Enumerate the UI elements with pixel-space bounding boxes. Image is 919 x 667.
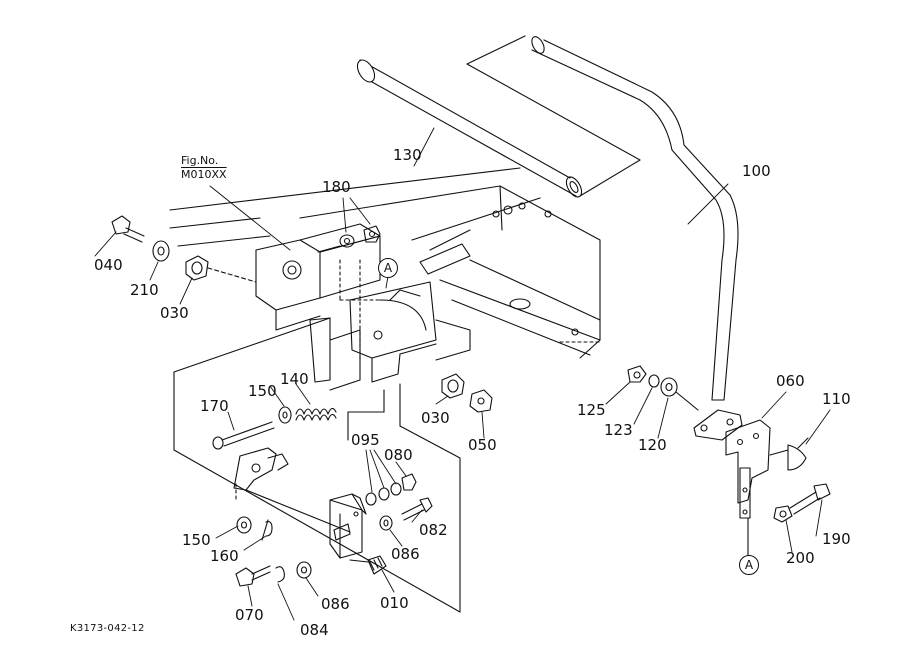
- part-label-070: 070: [235, 606, 264, 624]
- part-label-200: 200: [786, 549, 815, 567]
- tube-130: [356, 35, 641, 198]
- lever-arm: [233, 447, 351, 533]
- section-marker-a-bottom: A: [739, 555, 759, 575]
- part-label-086-lower: 086: [321, 595, 350, 613]
- part-label-086-upper: 086: [391, 545, 420, 563]
- bolt-070: [235, 565, 271, 587]
- bracket-060: [693, 409, 771, 557]
- handle-100: [531, 36, 739, 401]
- part-label-084: 084: [300, 621, 329, 639]
- part-label-050: 050: [468, 436, 497, 454]
- part-label-120: 120: [638, 436, 667, 454]
- part-label-170: 170: [200, 397, 229, 415]
- part-label-160: 160: [210, 547, 239, 565]
- leader-lines: [94, 127, 831, 621]
- spring-140: [295, 407, 337, 421]
- center-housing: [255, 223, 471, 391]
- part-label-100: 100: [742, 162, 771, 180]
- main-frame: [169, 167, 601, 359]
- pin-084: [275, 566, 285, 583]
- washer-086-upper: [379, 515, 393, 531]
- knob-110: [769, 437, 809, 471]
- stud-010: [349, 555, 387, 575]
- drawing-code: K3173-042-12: [70, 623, 145, 634]
- fig-no-value: M010XX: [181, 167, 227, 181]
- washer-210: [152, 240, 170, 262]
- nut-050: [469, 389, 493, 413]
- figure-reference: Fig.No. M010XX: [181, 154, 227, 182]
- washer-150-lower: [236, 516, 252, 534]
- part-label-125: 125: [577, 401, 606, 419]
- hardware-125-123-120: [627, 365, 699, 411]
- part-label-130: 130: [393, 146, 422, 164]
- washer-150-upper: [278, 406, 292, 424]
- part-label-110: 110: [822, 390, 851, 408]
- bolt-040: [111, 215, 145, 243]
- rod-170: [212, 421, 275, 450]
- part-label-210: 210: [130, 281, 159, 299]
- washer-086-lower: [296, 561, 312, 579]
- part-label-150-lower: 150: [182, 531, 211, 549]
- part-label-030-left: 030: [160, 304, 189, 322]
- nut-080: [401, 473, 417, 491]
- part-label-030-right: 030: [421, 409, 450, 427]
- part-label-140: 140: [280, 370, 309, 388]
- part-label-180: 180: [322, 178, 351, 196]
- nut-030-right: [441, 373, 465, 399]
- nut-200: [773, 505, 793, 523]
- part-label-150-upper: 150: [248, 382, 277, 400]
- pin-160: [261, 519, 273, 541]
- nut-030-left: [185, 255, 257, 283]
- part-label-190: 190: [822, 530, 851, 548]
- part-label-040: 040: [94, 256, 123, 274]
- assembly-outline: [173, 317, 461, 613]
- plate-095: [329, 493, 367, 559]
- part-label-123: 123: [604, 421, 633, 439]
- part-label-095: 095: [351, 431, 380, 449]
- section-marker-a-top: A: [378, 258, 398, 278]
- nuts-180: [317, 225, 381, 253]
- bolt-190: [789, 483, 831, 515]
- part-label-082: 082: [419, 521, 448, 539]
- part-label-010: 010: [380, 594, 409, 612]
- part-label-060: 060: [776, 372, 805, 390]
- fig-no-label: Fig.No.: [181, 154, 219, 167]
- part-label-080: 080: [384, 446, 413, 464]
